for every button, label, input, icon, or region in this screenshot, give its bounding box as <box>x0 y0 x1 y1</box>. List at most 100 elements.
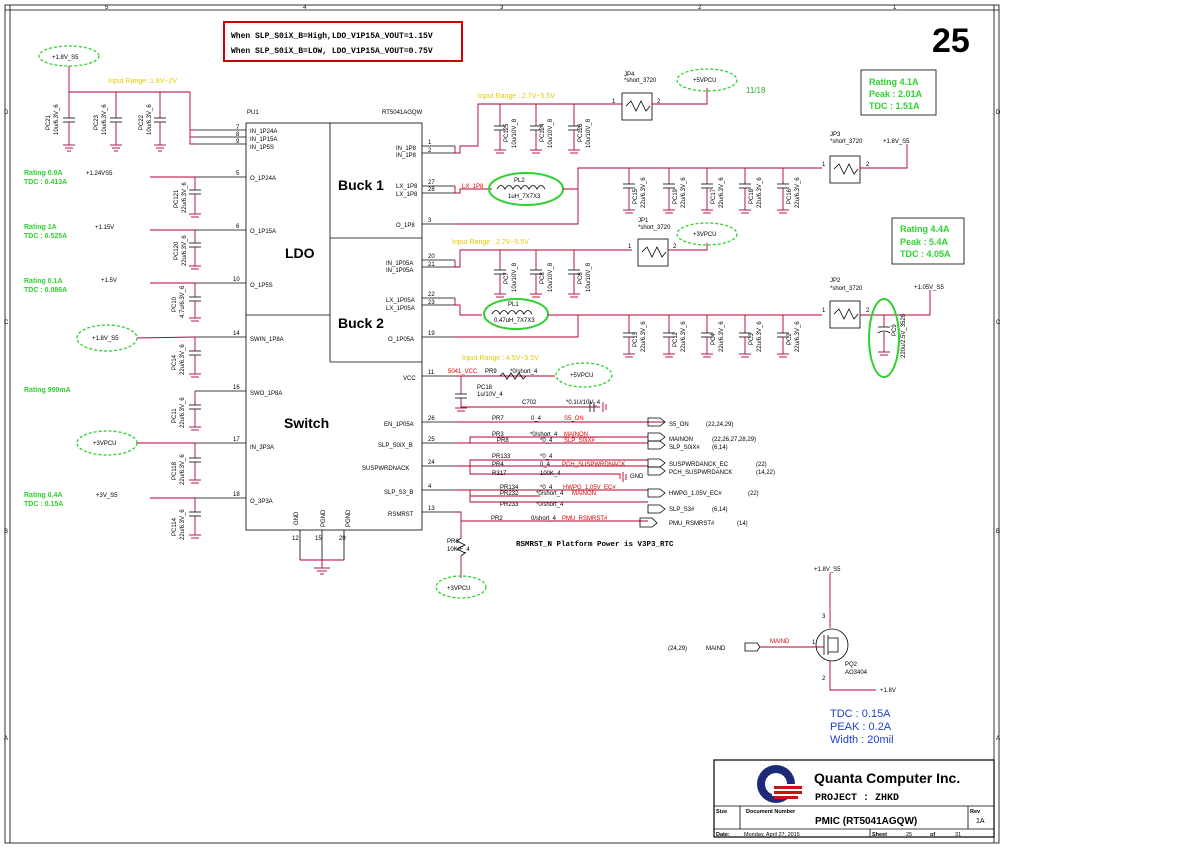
svg-text:14: 14 <box>233 331 240 337</box>
svg-text:10u/10V_8: 10u/10V_8 <box>548 118 554 148</box>
svg-text:Peak : 2.01A: Peak : 2.01A <box>869 89 923 99</box>
signal-slp-s0ix: PR8 *0_4 SLP_S0iX# SLP_S0iX# (6,14) <box>455 438 728 451</box>
mosfet-pq2: +1.8V_S5 3 1 2 PQ2 AO3404 +1.8V MAIND MA… <box>668 567 896 694</box>
buck1-incap-pc124: PC124 10u/10V_8 <box>530 104 554 154</box>
svg-text:16: 16 <box>233 385 240 391</box>
svg-text:12: 12 <box>292 536 299 542</box>
svg-text:18: 18 <box>233 492 240 498</box>
svg-text:HWPG_1.05V_EC#: HWPG_1.05V_EC# <box>563 485 616 491</box>
left-pin-6: 6O_1P15A <box>195 224 276 235</box>
svg-text:22u/6.3V_6: 22u/6.3V_6 <box>795 177 801 208</box>
vcc-input-range: Input Range : 4.5V~5.5V <box>462 355 539 362</box>
svg-text:*short_3720: *short_3720 <box>830 286 863 292</box>
svg-text:(14): (14) <box>737 521 748 527</box>
svg-text:PR6: PR6 <box>447 539 459 545</box>
rail-1v8-s5-top: +1.8V_S5 <box>52 55 79 61</box>
svg-text:PL2: PL2 <box>514 178 525 184</box>
svg-text:Rating 0.1A: Rating 0.1A <box>24 278 63 285</box>
switch-block-label: Switch <box>284 415 329 431</box>
svg-text:(14,22): (14,22) <box>756 470 775 476</box>
rev-label: Rev <box>970 809 981 815</box>
svg-text:TDC : 0.15A: TDC : 0.15A <box>830 708 891 720</box>
ldo-input-range: Input Range :1.8V~2V <box>108 78 177 85</box>
svg-text:0_4: 0_4 <box>531 416 542 422</box>
doc-title: PMIC (RT5041AGQW) <box>815 816 917 827</box>
svg-text:22u/6.3V_6: 22u/6.3V_6 <box>795 321 801 352</box>
res-pr6: PR6 10K/F_4 <box>447 521 470 578</box>
svg-text:SWO_1P8A: SWO_1P8A <box>250 391 282 397</box>
cap-pc21: PC21 10u/6.3V_6 <box>46 92 75 152</box>
svg-text:26: 26 <box>428 416 435 422</box>
svg-text:O_3P3A: O_3P3A <box>250 499 273 505</box>
svg-text:GND: GND <box>630 474 644 480</box>
border-col-4: 4 <box>303 5 307 11</box>
svg-text:28: 28 <box>428 187 435 193</box>
svg-text:PC9: PC9 <box>892 324 898 336</box>
svg-text:0_4: 0_4 <box>540 462 551 468</box>
svg-text:JP4: JP4 <box>624 72 635 78</box>
svg-text:PMU_RSMRST#: PMU_RSMRST# <box>562 516 608 522</box>
svg-text:SUSPWRDANCK_EC: SUSPWRDANCK_EC <box>669 462 729 468</box>
svg-text:2: 2 <box>428 148 432 154</box>
svg-text:PMU_RSMRST#: PMU_RSMRST# <box>669 521 715 527</box>
border-column-labels: 5 4 3 2 1 <box>105 5 897 11</box>
svg-text:22u/6.3V_6: 22u/6.3V_6 <box>182 235 188 266</box>
svg-text:1uH_7X7X3: 1uH_7X7X3 <box>508 194 541 200</box>
svg-text:2: 2 <box>866 308 870 314</box>
ic-ref: PU1 <box>247 110 259 116</box>
svg-text:10u/10V_8: 10u/10V_8 <box>512 262 518 292</box>
rail-highlight-1v8-top <box>38 45 100 67</box>
svg-text:SLP_S3#: SLP_S3# <box>669 507 695 513</box>
signal-slp-s3: PR232 *0/short_4 MAINON PR233 *0/short_4… <box>469 490 728 514</box>
svg-text:*0/short_4: *0/short_4 <box>536 491 564 497</box>
svg-text:1: 1 <box>628 244 632 250</box>
sheet-label: Sheet <box>872 832 887 838</box>
svg-text:SWIN_1P8A: SWIN_1P8A <box>250 337 284 343</box>
note-line-1: When SLP_S0iX_B=High,LDO_V1P15A_VOUT=1.1… <box>231 32 433 41</box>
svg-text:TDC : 0.525A: TDC : 0.525A <box>24 233 67 240</box>
svg-text:PR8: PR8 <box>497 438 509 444</box>
cap-c702: C702 *0.1U/10V_4 <box>461 400 607 412</box>
svg-text:17: 17 <box>233 437 240 443</box>
svg-text:HWPG_1.05V_EC#: HWPG_1.05V_EC# <box>669 491 722 497</box>
svg-text:22u/6.3V_6: 22u/6.3V_6 <box>180 397 186 428</box>
border-row-c-right: C <box>996 320 1001 326</box>
svg-text:PC125: PC125 <box>504 123 510 142</box>
svg-text:1: 1 <box>812 640 816 646</box>
svg-text:O_1P24A: O_1P24A <box>250 176 276 182</box>
signal-hwpg: PR134 *0_4 HWPG_1.05V_EC# HWPG_1.05V_EC#… <box>455 485 759 498</box>
svg-text:PR134: PR134 <box>500 485 519 491</box>
cap-pc118: PC118 22u/6.3V_6 <box>172 443 201 485</box>
svg-text:GND: GND <box>294 511 300 525</box>
svg-text:PC7: PC7 <box>504 272 510 284</box>
svg-text:5: 5 <box>236 171 240 177</box>
buck1-outcap-pc18: PC18 22u/6.3V_6 <box>739 168 763 214</box>
svg-text:PC4: PC4 <box>711 333 717 345</box>
inductor-pl2: PL2 1uH_7X7X3 <box>496 178 546 200</box>
svg-text:*0/short_4: *0/short_4 <box>530 432 558 438</box>
rating-3p3a: Rating 0.4A TDC : 0.15A <box>24 492 63 508</box>
left-pin-10: 10O_1P5S <box>195 277 273 289</box>
svg-text:S5_ON: S5_ON <box>564 416 584 422</box>
svg-text:O_1P8: O_1P8 <box>396 223 415 229</box>
svg-text:25: 25 <box>428 437 435 443</box>
svg-text:1: 1 <box>428 140 432 146</box>
inductor-highlight-pl2 <box>488 172 564 206</box>
svg-text:PR133: PR133 <box>492 454 511 460</box>
svg-text:IN_1P05A: IN_1P05A <box>386 261 413 267</box>
cap-pc121: PC121 22u/6.3V_6 <box>174 177 201 218</box>
svg-text:24: 24 <box>428 460 435 466</box>
svg-text:(22): (22) <box>748 491 759 497</box>
svg-text:IN_1P5S: IN_1P5S <box>250 145 274 151</box>
svg-text:19: 19 <box>428 331 435 337</box>
svg-text:JP3: JP3 <box>830 132 841 138</box>
svg-text:Width : 20mil: Width : 20mil <box>830 734 894 746</box>
svg-text:6: 6 <box>236 224 240 230</box>
svg-text:Rating 4.1A: Rating 4.1A <box>869 77 919 87</box>
